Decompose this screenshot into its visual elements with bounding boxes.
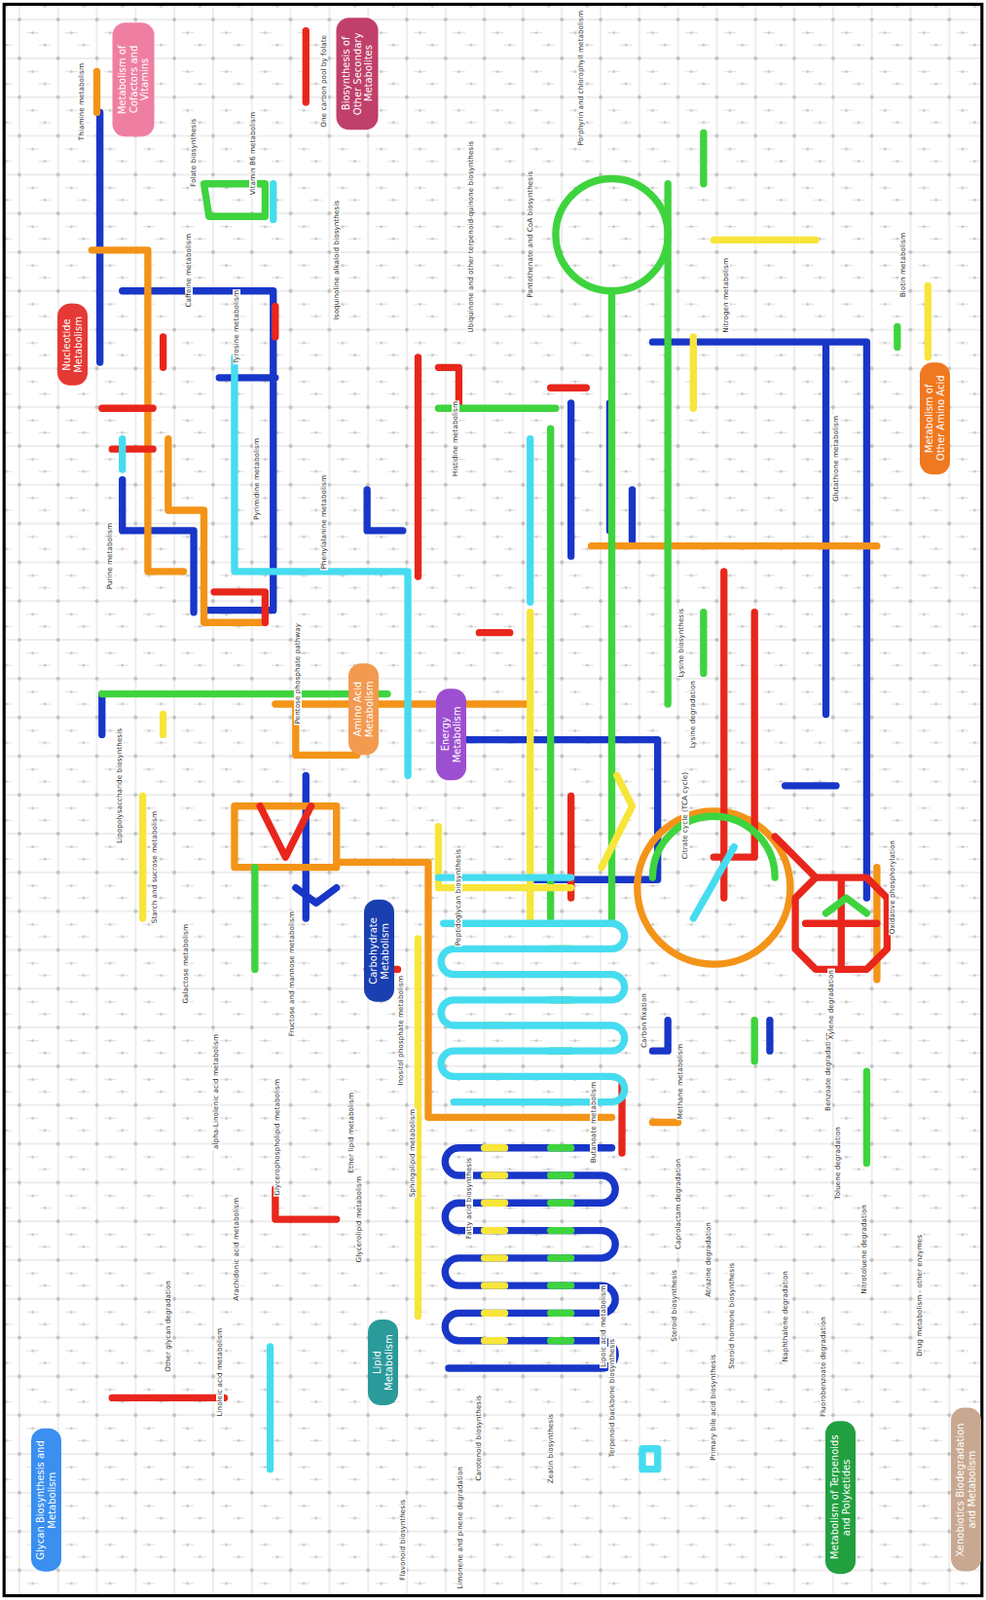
pathway-label: Caffeine metabolism: [184, 232, 193, 309]
red-pathways: [102, 31, 888, 1398]
pathway-label: Glutathione metabolism: [832, 414, 840, 503]
pathway-label: Lipopolysaccharide biosynthesis: [115, 727, 124, 844]
category-pill: Carbohydrate Metabolism: [364, 899, 395, 1002]
pathway-label: Galactose metabolism: [182, 922, 190, 1005]
pathway-label: Thiamine metabolism: [77, 62, 86, 142]
pathway-label: Lipoic acid metabolism: [599, 1283, 608, 1368]
category-pill: Biosynthesis of Other Secondary Metaboli…: [336, 17, 379, 130]
pathway-label: Butanoate metabolism: [589, 1080, 598, 1164]
pathway-label: Peptidoglycan biosynthesis: [454, 847, 463, 947]
pathway-label: Steroid hormone biosynthesis: [728, 1261, 736, 1370]
category-pill: Amino Acid Metabolism: [348, 662, 379, 755]
category-title: Xenobiotics Biodegradation and Metabolis…: [954, 1414, 978, 1565]
cyan-pathways: [122, 183, 735, 1469]
pathway-label: Ether lipid metabolism: [347, 1091, 356, 1174]
pathway-label: Histidine metabolism: [451, 400, 460, 477]
pathway-label: Flavonoid biosynthesis: [399, 1497, 407, 1581]
pathway-label: Glycerolipid metabolism: [355, 1174, 364, 1263]
pathway-label: Linoleic acid metabolism: [216, 1326, 224, 1418]
pathway-label: Starch and sucrose metabolism: [150, 809, 159, 924]
category-title: Biosynthesis of Other Secondary Metaboli…: [340, 24, 375, 123]
pathway-label: Biotin metabolism: [899, 231, 908, 298]
pathway-label: Ubiquinone and other terpenoid-quinone b…: [467, 140, 475, 334]
pathway-label: Drug metabolism - other enzymes: [915, 1233, 924, 1357]
pathway-label: Pyrimidine metabolism: [253, 437, 261, 521]
pathway-label: Folate biosynthesis: [189, 117, 198, 188]
pathway-label: Vitamin B6 metabolism: [249, 110, 257, 196]
category-title: Glycan Biosynthesis and Metabolism: [35, 1434, 58, 1565]
pathway-label: Nitrotoluene degradation: [860, 1203, 869, 1295]
category-title: Metabolism of Cofactors and Vitamins: [116, 29, 151, 130]
category-title: Metabolism of Other Amino Acid: [923, 368, 947, 468]
category-pill: Xenobiotics Biodegradation and Metabolis…: [950, 1407, 982, 1571]
pathway-label: Zeatin biosynthesis: [547, 1412, 555, 1484]
category-pill: Metabolism of Other Amino Acid: [919, 362, 950, 475]
category-pill: Nucleotide Metabolism: [57, 303, 88, 386]
pathway-label: Xylene degradation: [827, 968, 836, 1041]
pathway-label: Fatty acid biosynthesis: [465, 1156, 474, 1240]
category-title: Carbohydrate Metabolism: [367, 906, 391, 995]
pathway-label: Phenylalanine metabolism: [320, 474, 329, 571]
pathway-label: Citrate cycle (TCA cycle): [681, 770, 690, 860]
pathway-label: Porphyrin and chlorophyll metabolism: [577, 9, 585, 147]
category-title: Lipid Metabolism: [371, 1325, 395, 1398]
pathway-label: Methane metabolism: [676, 1042, 685, 1120]
pathway-label: Caprolactam degradation: [674, 1157, 683, 1250]
category-title: Amino Acid Metabolism: [352, 669, 375, 748]
pathway-label: Lysine biosynthesis: [677, 607, 686, 678]
pathway-label: Steroid biosynthesis: [670, 1268, 679, 1343]
map-frame: [3, 3, 983, 1595]
category-pill: Energy Metabolism: [436, 688, 467, 780]
pathway-label: Purine metabolism: [106, 521, 114, 590]
pathway-label: Fluorobenzoate degradation: [819, 1314, 828, 1418]
pathway-label: Carotenoid biosynthesis: [474, 1393, 483, 1482]
pathway-label: Other glycan degradation: [164, 1278, 173, 1373]
pathway-label: Isoquinoline alkaloid biosynthesis: [332, 199, 341, 321]
pathway-label: Pantothenate and CoA biosynthesis: [526, 170, 535, 299]
pathway-label: Glycerophospholipid metabolism: [273, 1077, 282, 1197]
category-pill: Glycan Biosynthesis and Metabolism: [31, 1427, 62, 1571]
pathway-label: Lysine degradation: [689, 679, 697, 749]
pathway-label: Fructose and mannose metabolism: [288, 910, 296, 1037]
category-title: Nucleotide Metabolism: [61, 310, 84, 379]
pathway-label: Benzoate degradation: [824, 1030, 833, 1112]
category-pill: Metabolism of Terpenoids and Polyketides: [825, 1420, 856, 1573]
pathway-label: Sphingolipid metabolism: [408, 1107, 417, 1198]
pathway-label: Atrazine degradation: [704, 1220, 713, 1298]
pathway-label: Carbon fixation: [640, 991, 649, 1049]
pathway-label: Pentose phosphate pathway: [293, 621, 302, 725]
category-title: Energy Metabolism: [439, 694, 463, 773]
pathway-label: Naphthalene degradation: [781, 1269, 790, 1362]
pathway-label: Nitrogen metabolism: [722, 256, 731, 334]
category-title: Metabolism of Terpenoids and Polyketides: [829, 1426, 852, 1567]
category-pill: Lipid Metabolism: [367, 1318, 399, 1405]
yellow-pathways: [143, 239, 929, 1340]
pathway-label: alpha-Linolenic acid metabolism: [212, 1032, 220, 1150]
pathway-label: Tyrosine metabolism: [232, 289, 241, 365]
pathway-label: Inositol phosphate metabolism: [397, 974, 405, 1087]
green-pathways: [102, 132, 898, 1340]
pathway-label: Arachidonic acid metabolism: [232, 1196, 241, 1302]
pathway-label: Toluene degradation: [834, 1125, 842, 1201]
category-pill: Metabolism of Cofactors and Vitamins: [112, 22, 155, 137]
pathway-label: Terpenoid backbone biosynthesis: [608, 1337, 617, 1458]
orange-pathways: [91, 72, 877, 1123]
pathway-label: Oxidative phosphorylation: [888, 839, 897, 935]
pathway-label: One carbon pool by folate: [320, 34, 329, 129]
pathway-label: Primary bile acid biosynthesis: [709, 1352, 718, 1461]
pathway-label: Limonene and pinene degradation: [456, 1464, 465, 1590]
